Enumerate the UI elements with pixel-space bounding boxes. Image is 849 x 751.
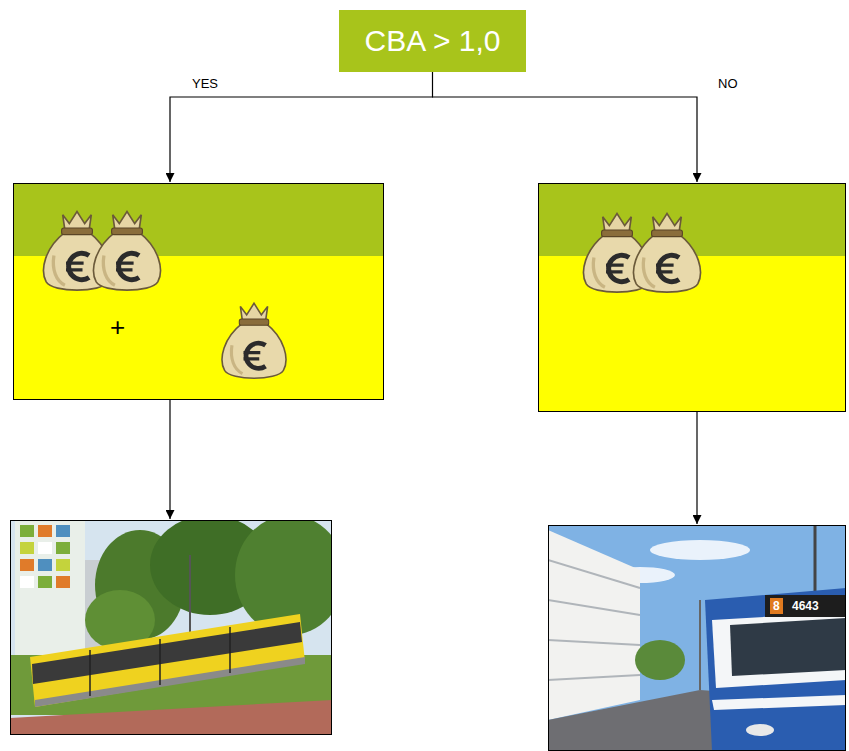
money-bag (222, 303, 286, 378)
arrow-line (169, 400, 170, 519)
bus-route-number: 8 (770, 598, 783, 614)
arrow-line (696, 412, 697, 524)
option-box-fill (13, 183, 384, 400)
option-box: + (13, 183, 384, 400)
money-bag (94, 212, 161, 291)
decision-box: CBA > 1,0 (339, 10, 526, 72)
connector (170, 72, 433, 182)
green-band (538, 183, 846, 256)
bus-fleet-number: 4643 (792, 598, 819, 614)
box-border (539, 184, 846, 412)
branch-label: NO (718, 76, 738, 91)
money-bag (634, 214, 701, 293)
node-text: CBA > 1,0 (365, 23, 501, 59)
edge-label: YES (192, 76, 218, 91)
bus-photo (548, 525, 846, 751)
branch-line (432, 97, 697, 182)
tram-photo (10, 515, 345, 735)
option-box (538, 183, 846, 412)
node-text: + (110, 312, 125, 342)
